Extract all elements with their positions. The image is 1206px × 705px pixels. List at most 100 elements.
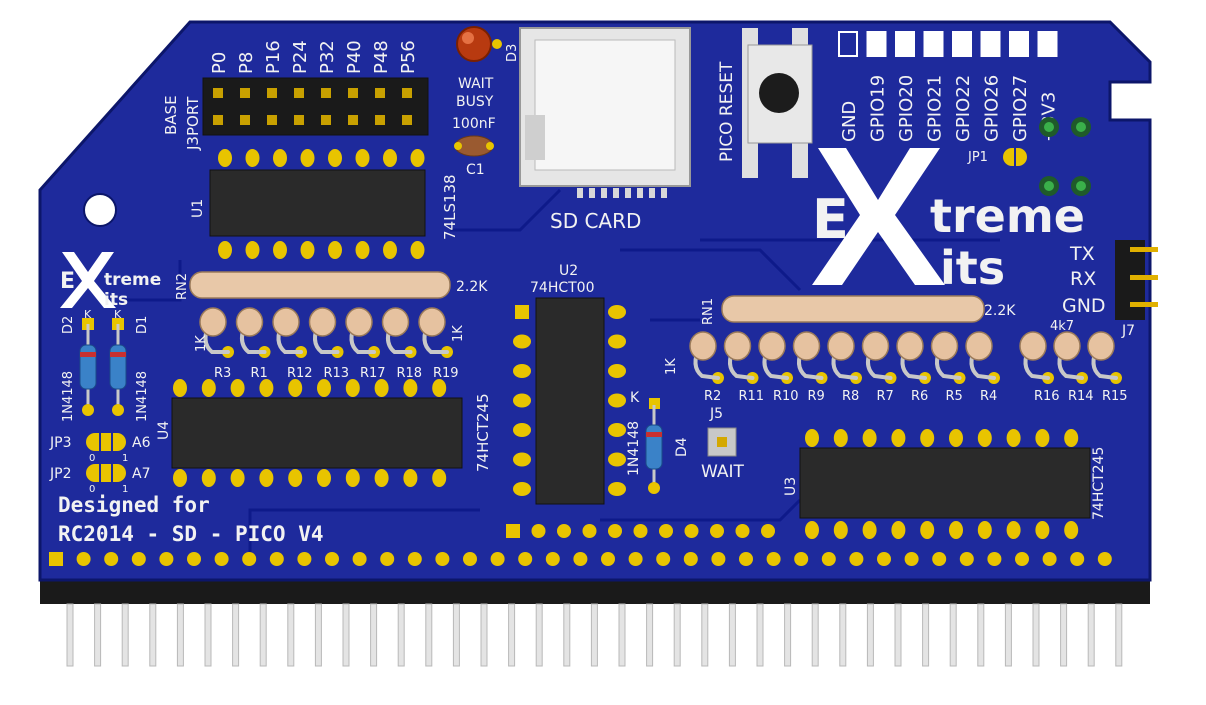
header-pin: [348, 88, 358, 98]
sd-pin: [577, 188, 583, 198]
resistor-body: [235, 307, 264, 337]
u1-pins: [218, 149, 425, 259]
chip-pad: [403, 379, 418, 397]
chip-pad: [1006, 521, 1021, 539]
bus-pad: [711, 552, 726, 566]
bus-pad: [463, 552, 477, 566]
header-pin: [348, 115, 358, 125]
a6-label: A6: [132, 435, 151, 451]
edge-pin: [756, 603, 764, 667]
bus-pad: [710, 524, 724, 538]
resistor-ref: R16: [1034, 389, 1060, 404]
resistor-body: [930, 331, 959, 361]
edge-pin: [563, 603, 571, 667]
chip-pad: [201, 469, 216, 487]
bus-pad: [761, 524, 775, 538]
chip-pad: [374, 469, 389, 487]
gpio-label: GPIO21: [925, 75, 946, 142]
logo-small-treme: treme: [104, 270, 161, 290]
edge-pin: [1115, 603, 1123, 667]
gpio-pad: [923, 31, 944, 57]
header-pin: [240, 88, 250, 98]
bus-pad: [1042, 552, 1057, 566]
header-pin: [321, 88, 331, 98]
rx-label: RX: [1070, 268, 1096, 290]
chip-pad: [513, 452, 531, 467]
bus-pads-row: [49, 552, 1112, 566]
logo-small-e: E: [60, 269, 75, 294]
bus-pad: [1097, 552, 1112, 566]
bus-pad: [904, 552, 919, 566]
j5-ref: J5: [709, 406, 723, 422]
d2-ref: D2: [61, 316, 76, 334]
resistor-ref: R3: [214, 366, 231, 381]
jp2-zero: 0: [89, 484, 95, 495]
extreme-kits-small-logo: E treme its: [60, 252, 161, 310]
a7-label: A7: [132, 466, 150, 482]
gpio-pad: [952, 31, 972, 57]
chip-u2: [535, 297, 605, 505]
header-pin: [294, 115, 304, 125]
u2-part: 74HCT00: [530, 280, 594, 296]
chip-pad: [218, 241, 232, 259]
edge-pin: [535, 603, 543, 667]
chip-pad: [383, 241, 397, 259]
header-pin: [213, 115, 223, 125]
u4-part: 74HCT245: [474, 393, 492, 472]
chip-pad: [374, 379, 389, 397]
u4-ref: U4: [156, 421, 172, 440]
edge-pin: [646, 603, 654, 667]
edge-pin: [287, 603, 295, 667]
resistor-body: [896, 331, 924, 361]
chip-pad: [920, 429, 935, 447]
header-pin: [402, 88, 412, 98]
resistor-ref: R8: [842, 389, 859, 404]
resistor-body: [723, 331, 752, 361]
edge-pin: [1004, 603, 1012, 667]
chip-pad: [230, 469, 245, 487]
resistor-ref: R9: [808, 389, 825, 404]
bus-pad: [352, 552, 367, 566]
sd-pin: [589, 188, 595, 198]
bus-pad: [557, 524, 571, 538]
chip-pad: [513, 423, 531, 437]
serial-header: [1115, 240, 1158, 320]
header-pin: [321, 115, 331, 125]
port-label: P32: [317, 40, 338, 74]
busy-label: BUSY: [456, 94, 494, 110]
d4-ref: D4: [674, 437, 690, 457]
resistor-ref: R1: [251, 366, 268, 381]
edge-pin: [176, 603, 184, 667]
header-pin: [267, 88, 277, 98]
bus-pad: [683, 552, 698, 566]
port-label: P8: [236, 52, 257, 74]
gpio-pad: [980, 31, 1001, 57]
bus-pad: [325, 552, 339, 566]
diode-d1: [109, 318, 127, 416]
chip-pad: [608, 452, 626, 467]
port-label: P56: [398, 40, 419, 74]
bus-pad: [739, 552, 753, 566]
res-left-value-b: 1K: [451, 325, 466, 342]
edge-pin: [94, 603, 102, 667]
gpio-pad: [838, 31, 858, 57]
bus-pad: [821, 552, 836, 566]
bus-pad: [242, 552, 257, 566]
bus-pad: [131, 552, 146, 566]
pico-reset-button: [742, 28, 813, 178]
project-label: RC2014 - SD - PICO V4: [58, 522, 324, 546]
logo-small-its: its: [104, 290, 128, 310]
edge-pin: [618, 603, 626, 667]
chip-pad: [345, 379, 360, 397]
led-d3: [456, 26, 502, 62]
chip-pad: [173, 379, 187, 397]
bus-pad: [1070, 552, 1085, 566]
u1-part: 74LS138: [441, 174, 459, 240]
resistor-body: [758, 331, 786, 361]
header-pin: [375, 88, 385, 98]
edge-pin: [314, 603, 322, 667]
jp2-label: JP2: [49, 466, 71, 482]
bus-pad: [959, 552, 974, 566]
